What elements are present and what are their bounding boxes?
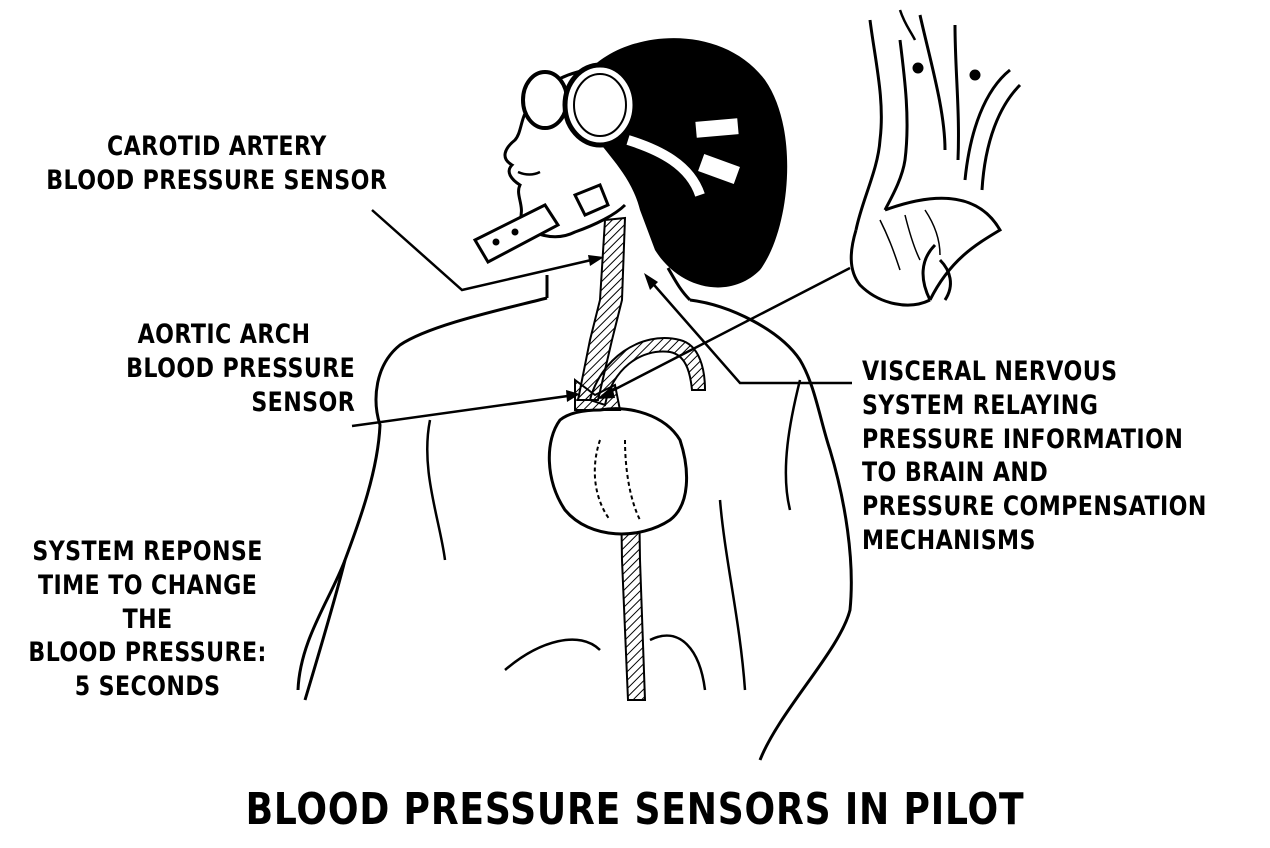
diagram-title: BLOOD PRESSURE SENSORS IN PILOT	[114, 782, 1155, 837]
response-label-line: SYSTEM REPONSE	[0, 535, 295, 569]
aortic-sensor-label: AORTIC ARCH BLOOD PRESSURE SENSOR	[60, 318, 355, 419]
rib-line	[505, 640, 600, 670]
ear-tab	[575, 185, 608, 215]
aortic-label-line: BLOOD PRESSURE	[60, 352, 355, 386]
response-label-line: THE	[0, 603, 295, 637]
visceral-label-line: SYSTEM RELAYING	[862, 389, 1207, 423]
aortic-label-line: SENSOR	[60, 386, 355, 420]
response-label-line: 5 SECONDS	[0, 670, 295, 704]
visceral-label-line: MECHANISMS	[862, 524, 1207, 558]
aortic-arch-inset	[851, 10, 1020, 305]
aortic-leader	[352, 395, 575, 426]
carotid-label-line: BLOOD PRESSURE SENSOR	[20, 164, 414, 198]
visceral-leader-2	[602, 268, 850, 396]
goggle-lens-right	[565, 65, 635, 145]
heart	[549, 409, 686, 534]
visceral-label-line: PRESSURE INFORMATION	[862, 423, 1207, 457]
mouth	[518, 172, 540, 175]
arm-line-left	[298, 560, 345, 690]
carotid-label-line: CAROTID ARTERY	[20, 130, 414, 164]
response-label-line: BLOOD PRESSURE:	[0, 636, 295, 670]
strap-rivet	[493, 239, 500, 246]
chest-right	[786, 380, 800, 510]
response-label-line: TIME TO CHANGE	[0, 569, 295, 603]
visceral-label-line: PRESSURE COMPENSATION	[862, 490, 1207, 524]
chest-left	[427, 420, 445, 560]
strap-rivet	[512, 229, 519, 236]
shoulder-right	[690, 300, 851, 760]
body-outline	[720, 500, 745, 690]
response-time-label: SYSTEM REPONSE TIME TO CHANGE THE BLOOD …	[0, 535, 295, 704]
visceral-label-line: TO BRAIN AND	[862, 456, 1207, 490]
visceral-leader-1	[648, 278, 852, 383]
goggle-lens-left	[523, 72, 567, 128]
rib-line	[650, 636, 705, 690]
visceral-label-line: VISCERAL NERVOUS	[862, 355, 1207, 389]
carotid-sensor-label: CAROTID ARTERY BLOOD PRESSURE SENSOR	[20, 130, 414, 198]
visceral-nervous-label: VISCERAL NERVOUS SYSTEM RELAYING PRESSUR…	[862, 355, 1207, 558]
aortic-label-line: AORTIC ARCH	[60, 318, 355, 352]
